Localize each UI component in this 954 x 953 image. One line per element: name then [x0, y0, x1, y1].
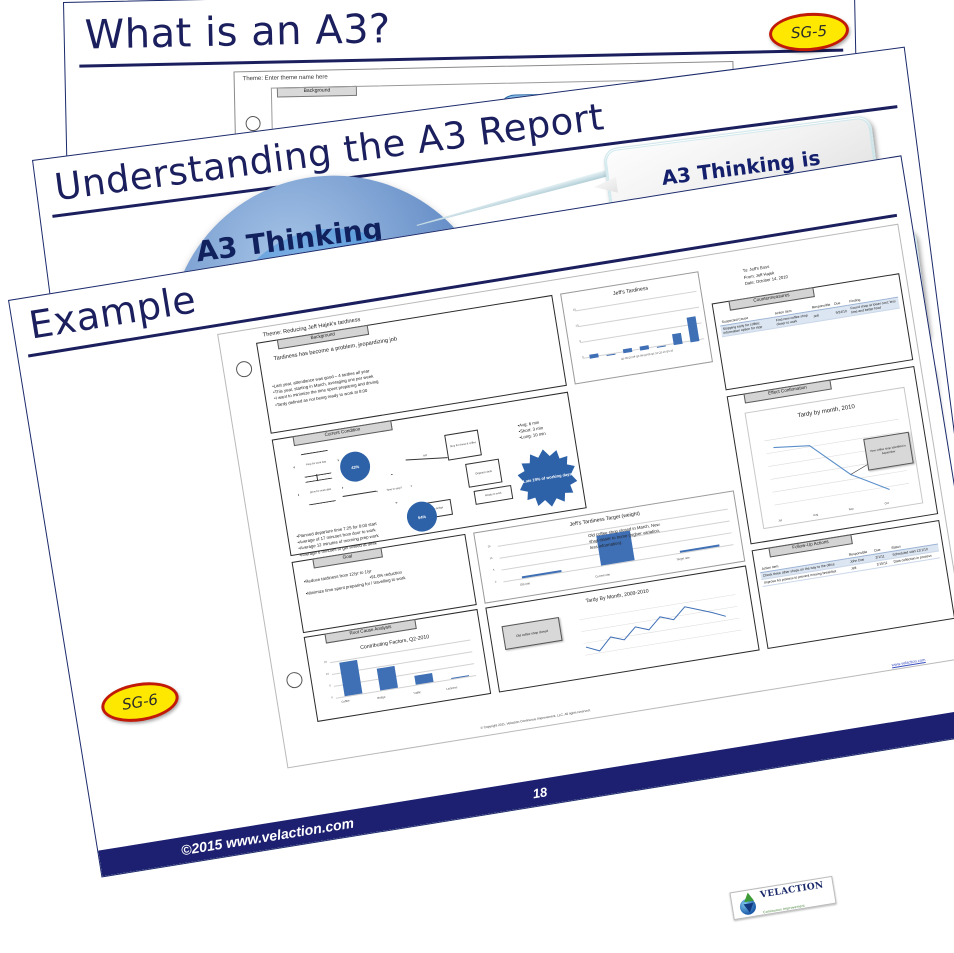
sg-badge-label: SG-5 [790, 21, 828, 43]
chart-ytick: 25 [487, 545, 491, 549]
flow-node-decision: Time to stop? [374, 471, 414, 506]
chart-ytick: 15 [323, 660, 328, 665]
chart-ytick: 5 [329, 684, 332, 688]
velaction-arrow-icon [735, 891, 760, 916]
chart-xtick-current: Current rate [594, 572, 611, 579]
velaction-wordmark: VELACTION [759, 880, 825, 901]
chart-xtick-laziness: Laziness [445, 685, 458, 691]
sg-badge-label: SG-6 [120, 690, 160, 714]
chart-tardy-small-plot [569, 588, 746, 670]
report-copyright-footer: © Copyright 2011, Velaction Continuous I… [480, 708, 591, 730]
report-effect-confirmation-box: Effect Confirmation Tardy by month, 2010 [588, 365, 939, 551]
chart-tardy-by-month-small: Tardy By Month, 2009-2010 Old coffee sho… [485, 565, 760, 693]
chart-xtick-bridge: Bridge [377, 694, 386, 701]
chart-ytick: 0 [494, 580, 497, 584]
report-website-link[interactable]: www.velaction.com [891, 657, 926, 668]
flow-node-organize: Organize desk [465, 458, 503, 488]
chart-xtick-jul: Jul [778, 518, 783, 523]
flow-node-stop-coffee: Stop for donut & coffee [444, 429, 482, 461]
chart-xtick-traffic: Traffic [412, 690, 422, 696]
report-punch-bottom [285, 670, 304, 690]
chart-tardy-small-note: Old coffee shop closed [501, 617, 563, 650]
flow-node-drive: Drive for work able [296, 476, 345, 507]
slide3-page-number: 18 [531, 784, 549, 802]
report-punch-top [234, 359, 254, 379]
chart-tardy-by-month: Tardy by month, 2010 [744, 386, 924, 530]
report-current-condition-stats: •Avg: 6 min •Short: 3 min •Long: 10 min [517, 419, 547, 441]
chart-ytick: 15 [489, 556, 493, 561]
pie-chart-43: 43% [337, 449, 373, 484]
burst-late-percentage: Late 19% of working days [514, 445, 581, 512]
chart-tardy-month-plot [759, 411, 915, 519]
example-a3-report: Theme: Reducing Jeff Hajek's tardiness B… [217, 223, 954, 769]
flow-edge-label-no: NO [423, 454, 428, 458]
chart-ytick: 0 [331, 696, 334, 700]
velaction-tagline: Continuous Improvement [762, 903, 806, 915]
chart-jeffs-tardiness: Jeff's Tardiness 15 10 5 0 Q1-09 [560, 271, 713, 385]
a3-theme-line: Theme: Enter theme name here [242, 74, 328, 83]
callout-tail-icon [593, 177, 618, 196]
flow-node-ready: Ready to work [473, 484, 514, 505]
slide3-sg-badge: SG-6 [98, 677, 182, 728]
a3-punch-hole [245, 115, 261, 132]
chart-ytick: 5 [492, 568, 495, 572]
chart-ytick: 10 [325, 672, 330, 676]
slide-example[interactable]: Example SG-6 Theme: Reducing Jeff Hajek'… [8, 155, 954, 878]
slide3-velaction-logo: VELACTION Continuous Improvement [729, 875, 837, 921]
